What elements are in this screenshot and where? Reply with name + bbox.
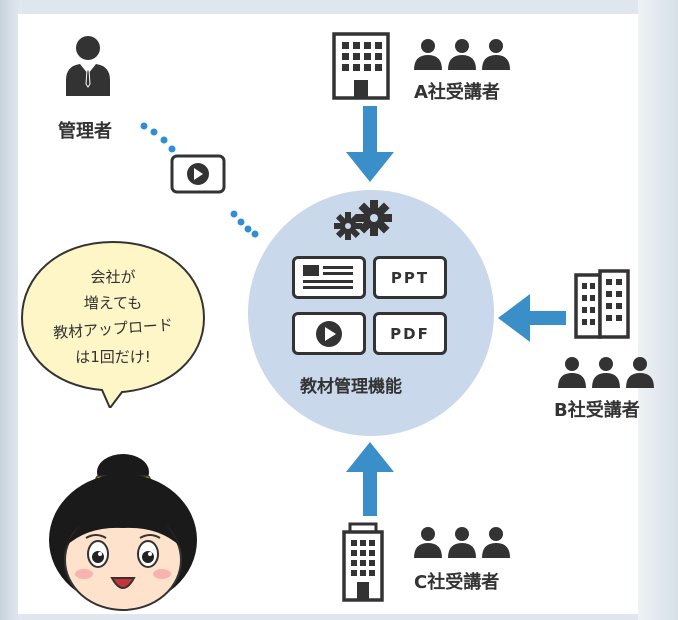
speech-bubble: 会社が 増えても 教材アップロード は1回だけ! — [18, 238, 208, 408]
bubble-line-2: 増えても — [83, 294, 143, 312]
pdf-tile: PDF — [373, 312, 447, 355]
mascot-character-icon — [49, 454, 197, 611]
gears-icon — [334, 200, 392, 240]
ppt-tile: PPT — [373, 256, 447, 299]
bubble-line-1: 会社が — [90, 268, 136, 286]
company-b-label: B社受講者 — [554, 400, 640, 421]
people-group-icon — [414, 527, 510, 558]
arrow-a-shaft — [363, 106, 377, 156]
arrow-c-shaft — [363, 470, 377, 516]
video-upload-icon — [170, 154, 226, 194]
background-left-strip — [0, 0, 22, 620]
video-icon — [316, 320, 342, 347]
diagram-panel: 管理者 A社受 — [18, 14, 654, 614]
admin-label: 管理者 — [58, 121, 112, 142]
arrow-b-shaft — [526, 311, 566, 325]
people-group-icon — [414, 39, 510, 70]
arrow-c-head — [346, 442, 394, 472]
office-building-icon — [574, 269, 630, 339]
office-building-icon — [332, 32, 390, 100]
office-building-icon — [342, 522, 384, 602]
people-group-icon — [558, 357, 654, 388]
document-tile — [292, 256, 366, 299]
company-a-label: A社受講者 — [414, 82, 500, 103]
admin-connection-dots — [140, 122, 259, 238]
ppt-tile-text: PPT — [390, 268, 430, 287]
center-title: 教材管理機能 — [300, 377, 402, 397]
video-tile — [292, 312, 366, 355]
background-right-strip — [638, 0, 678, 620]
speech-bubble-shape — [20, 240, 206, 408]
document-icon — [303, 264, 353, 289]
bubble-line-4: は1回だけ! — [75, 348, 151, 366]
company-c-label: C社受講者 — [414, 572, 500, 593]
arrow-b-head — [498, 294, 530, 342]
pdf-tile-text: PDF — [390, 324, 430, 343]
person-suit-icon — [66, 36, 110, 96]
arrow-a-head — [346, 152, 394, 182]
